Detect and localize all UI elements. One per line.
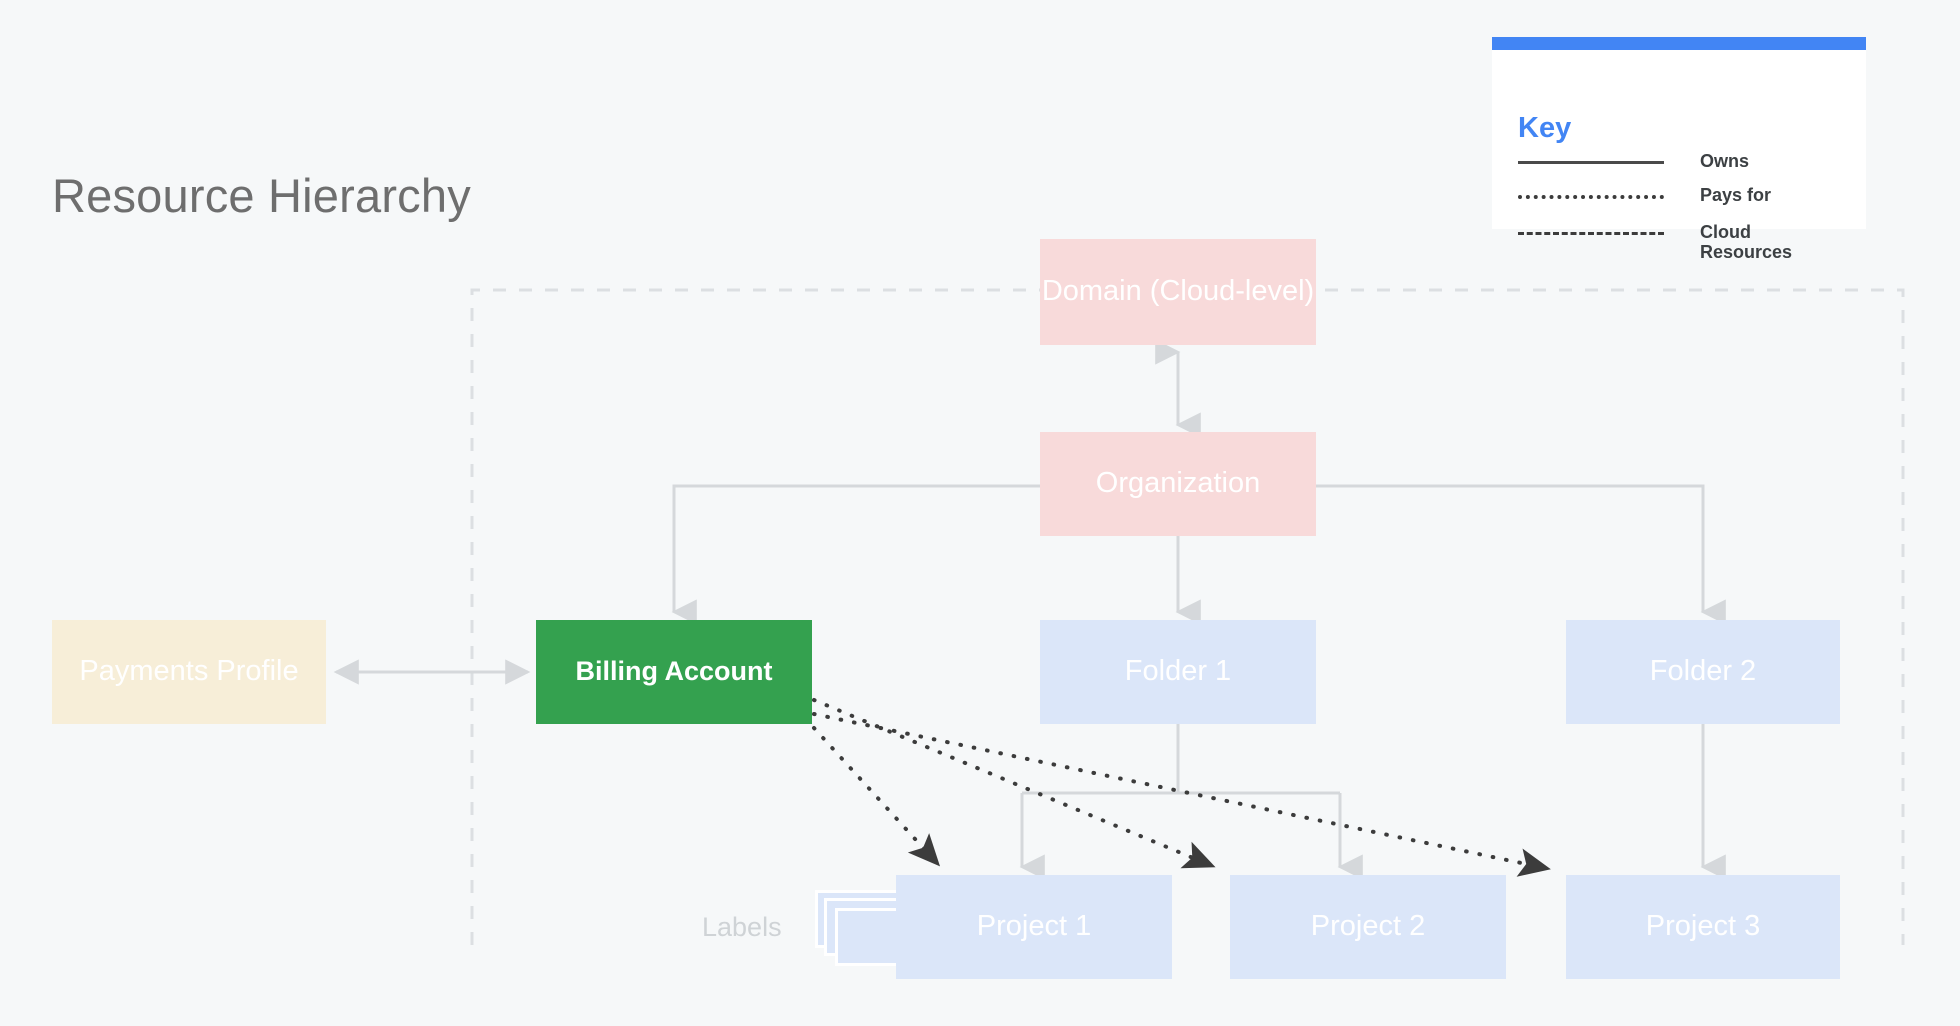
line-sample-dashed-icon — [1518, 232, 1664, 235]
connector-billing-pays-project1 — [812, 726, 941, 867]
connector-billing-pays-project2 — [812, 698, 1216, 869]
key-legend-card: Key Owns Pays for Cloud Resources — [1492, 37, 1866, 262]
node-project-3-label: Project 3 — [1645, 910, 1761, 943]
node-organization[interactable]: Organization — [1040, 432, 1316, 536]
key-top-accent-bar — [1492, 37, 1866, 50]
node-payments-profile-label: Payments Profile — [79, 655, 299, 688]
cloud-resources-boundary — [470, 288, 1905, 945]
connector-folder1-projects — [1019, 724, 1363, 880]
connector-organization-folder2 — [1316, 484, 1726, 625]
page-title: Resource Hierarchy — [52, 169, 471, 222]
node-project-1-label: Project 1 — [976, 910, 1092, 943]
labels-caption: Labels — [702, 912, 782, 942]
key-row-pays-for-label: Pays for — [1700, 185, 1772, 205]
key-row-cloud-resources-label: Cloud Resources — [1700, 222, 1793, 263]
node-folder-2[interactable]: Folder 2 — [1566, 620, 1840, 724]
node-project-1[interactable]: Project 1 — [896, 875, 1172, 979]
node-folder-2-label: Folder 2 — [1649, 655, 1757, 688]
node-project-3[interactable]: Project 3 — [1566, 875, 1840, 979]
node-billing-account[interactable]: Billing Account — [536, 620, 812, 724]
node-folder-1-label: Folder 1 — [1124, 655, 1232, 688]
key-title: Key — [1518, 112, 1572, 144]
key-row-owns-label: Owns — [1700, 151, 1750, 171]
node-domain-label: Domain (Cloud-level) — [1041, 275, 1315, 308]
connector-organization-billing — [671, 484, 1040, 625]
line-sample-dotted-icon — [1518, 195, 1664, 199]
line-sample-solid-icon — [1518, 161, 1664, 164]
node-billing-account-label: Billing Account — [575, 656, 773, 687]
node-organization-label: Organization — [1095, 467, 1261, 500]
node-domain[interactable]: Domain (Cloud-level) — [1040, 239, 1316, 345]
node-project-2[interactable]: Project 2 — [1230, 875, 1506, 979]
node-folder-1[interactable]: Folder 1 — [1040, 620, 1316, 724]
node-payments-profile[interactable]: Payments Profile — [52, 620, 326, 724]
node-project-2-label: Project 2 — [1310, 910, 1426, 943]
connector-billing-pays-project3 — [812, 712, 1551, 877]
